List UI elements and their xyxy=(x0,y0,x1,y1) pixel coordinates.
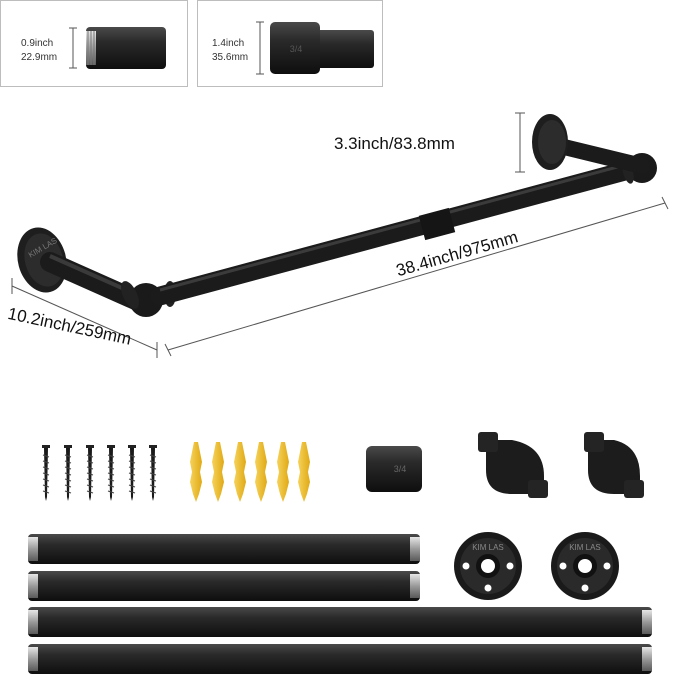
screw xyxy=(64,445,72,501)
long-pipe xyxy=(28,607,652,637)
screw xyxy=(107,445,115,501)
screw xyxy=(86,445,94,501)
floor-flange: KIM LAS xyxy=(551,532,619,600)
coupling-diameter-mm: 35.6mm xyxy=(212,52,249,63)
coupling-detail: 3/4 xyxy=(270,22,374,74)
wall-anchor xyxy=(234,442,246,502)
elbow-fitting xyxy=(584,432,644,498)
short-pipe xyxy=(28,534,420,564)
height-dimension-label: 3.3inch/83.8mm xyxy=(334,134,455,153)
screw xyxy=(128,445,136,501)
coupling-mark: 3/4 xyxy=(290,44,303,54)
wall-anchor xyxy=(298,442,310,502)
wall-anchor xyxy=(277,442,289,502)
screw xyxy=(42,445,50,501)
flange-mark: KIM LAS xyxy=(472,543,504,552)
flange-mark: KIM LAS xyxy=(569,543,601,552)
screw xyxy=(149,445,157,501)
coupling-part: 3/4 xyxy=(366,446,422,492)
assembled-clothes-rack: KIM LAS xyxy=(17,114,657,317)
long-pipe xyxy=(28,644,652,674)
elbow-fitting xyxy=(478,432,548,498)
pipe-end-detail xyxy=(86,27,166,69)
screws xyxy=(42,445,157,501)
pipe-diameter-inch: 0.9inch xyxy=(21,38,54,49)
short-pipe xyxy=(28,571,420,601)
coupling-part-mark: 3/4 xyxy=(394,464,407,474)
wall-anchor xyxy=(255,442,267,502)
floor-flange: KIM LAS xyxy=(454,532,522,600)
wall-anchor xyxy=(212,442,224,502)
wall-anchors xyxy=(190,442,310,502)
coupling-diameter-inch: 1.4inch xyxy=(212,38,245,49)
pipes xyxy=(28,534,652,674)
pipe-diameter-mm: 22.9mm xyxy=(21,52,58,63)
wall-anchor xyxy=(190,442,202,502)
